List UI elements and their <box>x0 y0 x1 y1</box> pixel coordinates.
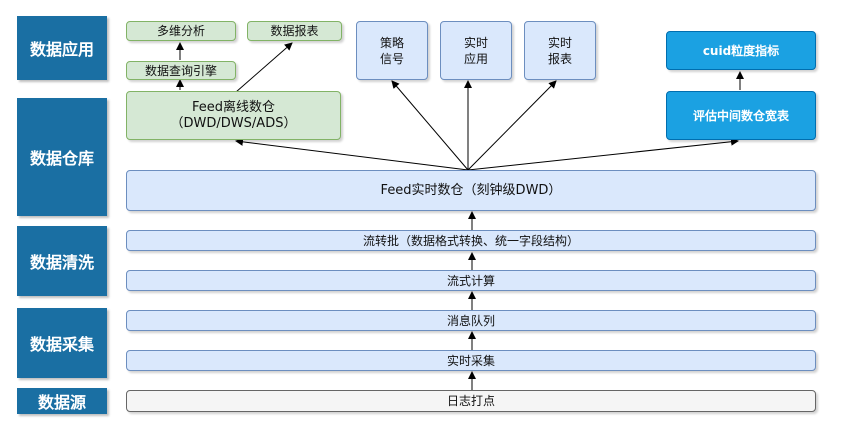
node-offline-warehouse: Feed离线数仓 （DWD/DWS/ADS） <box>126 91 341 140</box>
node-strategy-signal: 策略 信号 <box>356 21 428 80</box>
layer-data-application: 数据应用 <box>17 16 107 80</box>
node-label: 流转批（数据格式转换、统一字段结构） <box>362 233 579 248</box>
layer-data-source: 数据源 <box>17 388 107 414</box>
layer-label: 数据应用 <box>29 40 94 59</box>
node-stream-to-batch: 流转批（数据格式转换、统一字段结构） <box>126 230 816 251</box>
node-label: 多维分析 <box>156 24 205 38</box>
node-label: 消息队列 <box>446 313 495 328</box>
node-label: Feed实时数仓（刻钟级DWD） <box>380 182 562 198</box>
node-cuid-metric: cuid粒度指标 <box>666 31 816 70</box>
node-multi-dim-analysis: 多维分析 <box>126 21 236 41</box>
node-log-tracking: 日志打点 <box>126 390 816 412</box>
layer-data-cleaning: 数据清洗 <box>17 226 107 296</box>
node-label: 日志打点 <box>446 394 495 408</box>
node-query-engine: 数据查询引擎 <box>126 61 236 80</box>
layer-label: 数据采集 <box>29 335 94 354</box>
node-label: 实时采集 <box>446 353 495 368</box>
arrow-rt-to-wide-table <box>467 137 739 171</box>
node-label: 评估中间数仓宽表 <box>692 108 789 123</box>
node-label: 策略 信号 <box>379 35 404 66</box>
layer-data-warehouse: 数据仓库 <box>17 98 107 216</box>
node-label: 实时 报表 <box>547 35 572 66</box>
node-label: 流式计算 <box>446 273 495 288</box>
node-label: Feed离线数仓 （DWD/DWS/ADS） <box>170 99 297 131</box>
node-realtime-app: 实时 应用 <box>440 21 512 80</box>
node-wide-table: 评估中间数仓宽表 <box>666 91 816 140</box>
node-label: 数据报表 <box>270 24 319 38</box>
arrow-offline-to-report <box>235 42 293 93</box>
node-label: 实时 应用 <box>463 35 488 66</box>
layer-label: 数据仓库 <box>29 149 94 168</box>
node-message-queue: 消息队列 <box>126 310 816 331</box>
layer-label: 数据源 <box>37 393 86 412</box>
arrow-rt-to-offline <box>235 137 469 171</box>
node-label: cuid粒度指标 <box>702 43 780 58</box>
node-data-report: 数据报表 <box>247 21 342 41</box>
node-label: 数据查询引擎 <box>144 63 217 78</box>
node-realtime-collect: 实时采集 <box>126 350 816 371</box>
layer-label: 数据清洗 <box>29 253 94 272</box>
arrow-rt-to-strategy <box>391 80 469 171</box>
layer-data-collection: 数据采集 <box>17 308 107 378</box>
node-stream-compute: 流式计算 <box>126 270 816 291</box>
node-realtime-report: 实时 报表 <box>524 21 596 80</box>
arrow-rt-to-report <box>467 80 557 171</box>
node-realtime-warehouse: Feed实时数仓（刻钟级DWD） <box>126 170 816 211</box>
